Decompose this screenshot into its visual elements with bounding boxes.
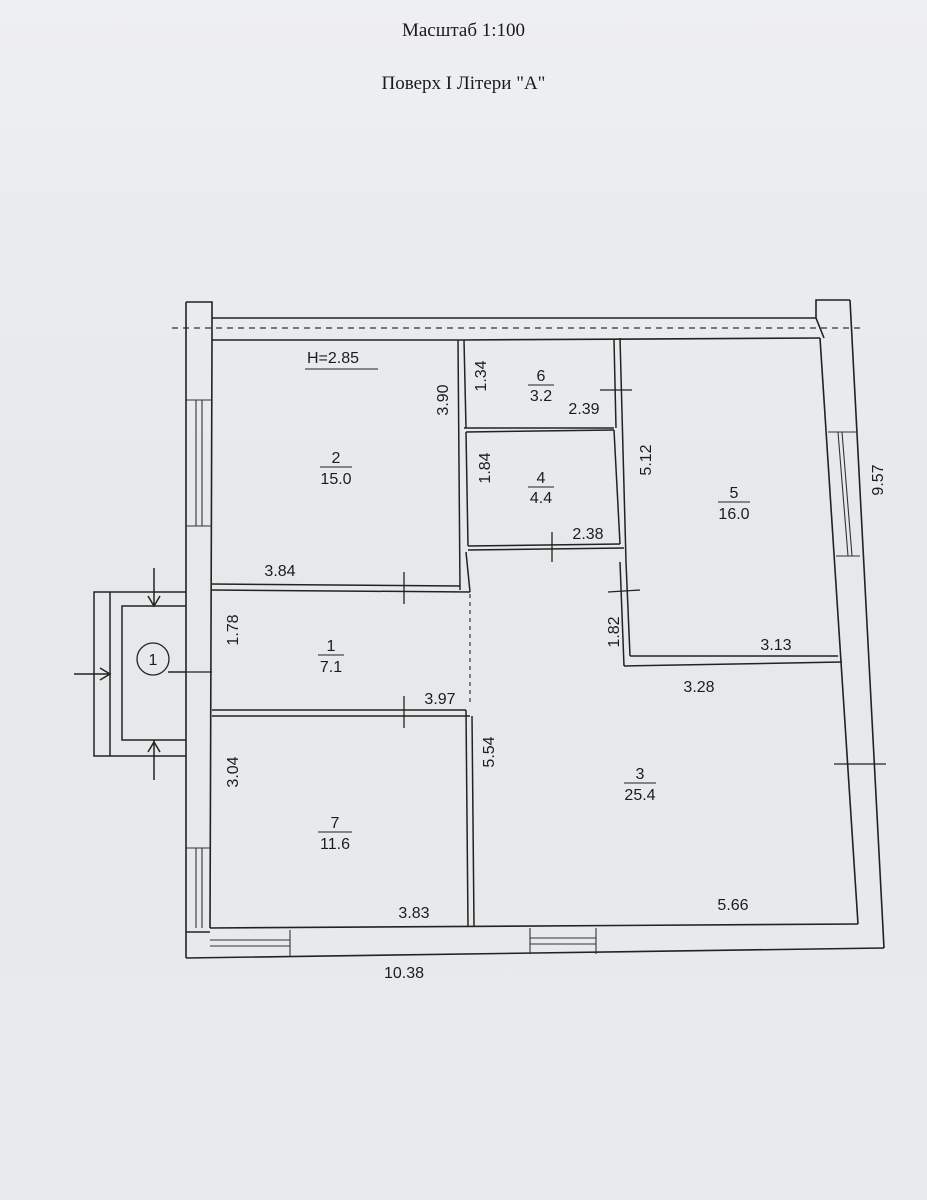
top-wall: [186, 299, 850, 341]
door-ticks: [186, 389, 886, 765]
outer-walls: [185, 299, 885, 959]
dim-room5-height: 5.12: [638, 444, 655, 475]
dim-room2-width: 3.84: [264, 563, 295, 580]
room-number: 6: [537, 368, 546, 385]
dim-room6-width: 2.39: [568, 401, 599, 418]
scale-title: Масштаб 1:100: [401, 20, 526, 41]
room-3-label: 3 25.4: [624, 766, 656, 804]
dim-room1-height: 1.78: [225, 614, 242, 645]
room-6-label: 6 3.2: [528, 368, 554, 405]
room-area: 7.1: [320, 659, 342, 676]
dim-total-width: 10.38: [384, 965, 424, 982]
dim-room4-height: 1.84: [477, 452, 494, 483]
room-2-label: 2 15.0: [320, 450, 352, 488]
windows: [186, 399, 860, 956]
dim-total-right: 9.57: [870, 464, 887, 495]
dim-step-height: 1.82: [606, 616, 623, 647]
interior-walls: [211, 337, 843, 927]
room-area: 11.6: [320, 836, 350, 853]
dim-room3-width: 5.66: [717, 897, 748, 914]
dim-room5-width: 3.13: [760, 637, 791, 654]
room-4-label: 4 4.4: [528, 470, 554, 507]
room-area: 16.0: [718, 506, 749, 523]
room-number: 4: [537, 470, 546, 487]
height-label: H=2.85: [307, 350, 359, 367]
dim-room3-top-width: 3.28: [683, 679, 714, 696]
dim-room1-width: 3.97: [424, 691, 455, 708]
room-area: 15.0: [320, 471, 351, 488]
room-5-label: 5 16.0: [718, 485, 750, 523]
room-number: 2: [332, 450, 341, 467]
room-labels: 2 15.0 6 3.2 4 4.4 5 16.0 1 7.1 3 25.4: [318, 368, 750, 853]
room-area: 4.4: [530, 490, 552, 507]
room-number: 7: [331, 815, 340, 832]
room-7-label: 7 11.6: [318, 815, 352, 853]
dimension-labels: 3.84 3.90 1.34 2.39 1.84 2.38 5.12 9.57 …: [225, 360, 887, 982]
room-number: 5: [730, 485, 739, 502]
dim-room7-height: 3.04: [225, 756, 242, 787]
dim-room3-height: 5.54: [481, 736, 498, 767]
floor-title: Поверх І Літери "А": [381, 73, 546, 94]
dim-room6-height: 1.34: [473, 360, 490, 391]
dim-room7-width: 3.83: [398, 905, 429, 922]
entrance-marker-circle: [136, 642, 170, 676]
room-area: 25.4: [624, 787, 655, 804]
room-area: 3.2: [530, 388, 552, 405]
dim-room4-width: 2.38: [572, 526, 603, 543]
room-1-label: 1 7.1: [318, 638, 344, 676]
dim-room2-height: 3.90: [435, 384, 452, 415]
entrance-marker: 1: [149, 652, 158, 669]
room-number: 3: [636, 766, 645, 783]
room-number: 1: [327, 638, 336, 655]
entrance-porch: [74, 568, 186, 780]
